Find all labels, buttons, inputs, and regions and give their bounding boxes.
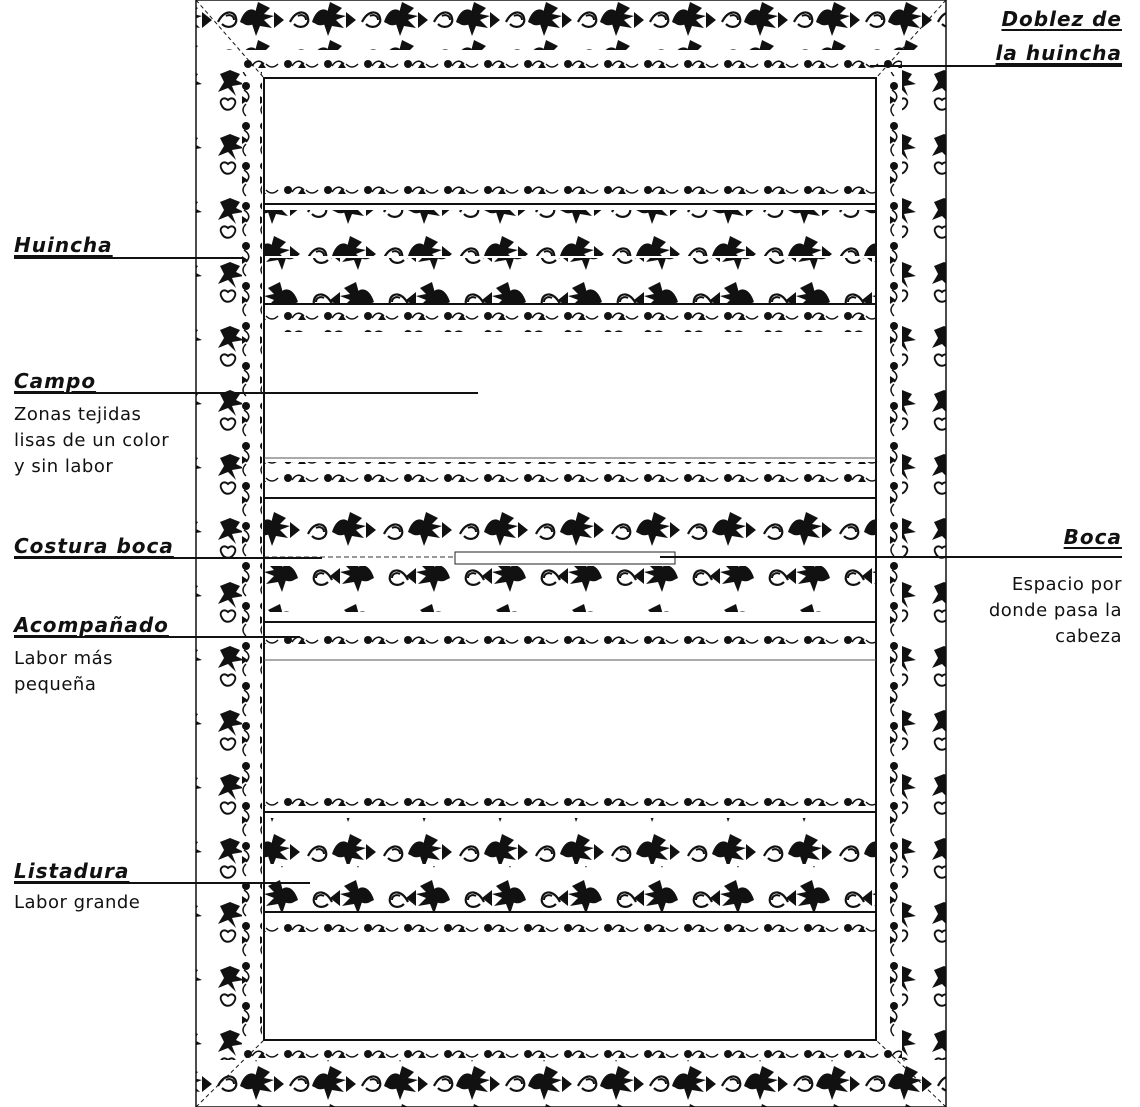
label-boca: Boca (1064, 524, 1122, 550)
frame-vine-bottom (242, 1040, 902, 1060)
listadura-description: Labor grande (14, 890, 140, 916)
frame-right-band (902, 50, 946, 1060)
label-doblez-line1: Doblez de (1001, 6, 1122, 32)
label-costura-boca: Costura boca (14, 533, 174, 559)
label-acompanado: Acompañado (14, 612, 169, 638)
acompanado-description: Labor más pequeña (14, 646, 113, 698)
frame-vine-left (242, 72, 262, 1040)
frame-top-band (196, 0, 946, 50)
frame-bottom-band (196, 1060, 946, 1107)
label-campo: Campo (14, 368, 96, 394)
frame-left-band (196, 50, 242, 1060)
boca-description: Espacio por donde pasa la cabeza (989, 572, 1122, 650)
label-listadura: Listadura (14, 858, 129, 884)
boca-opening (455, 552, 675, 564)
frame-vine-top (242, 52, 902, 72)
label-huincha: Huincha (14, 232, 113, 258)
campo-description: Zonas tejidas lisas de un color y sin la… (14, 402, 169, 480)
label-doblez-line2: la huincha (996, 40, 1122, 66)
